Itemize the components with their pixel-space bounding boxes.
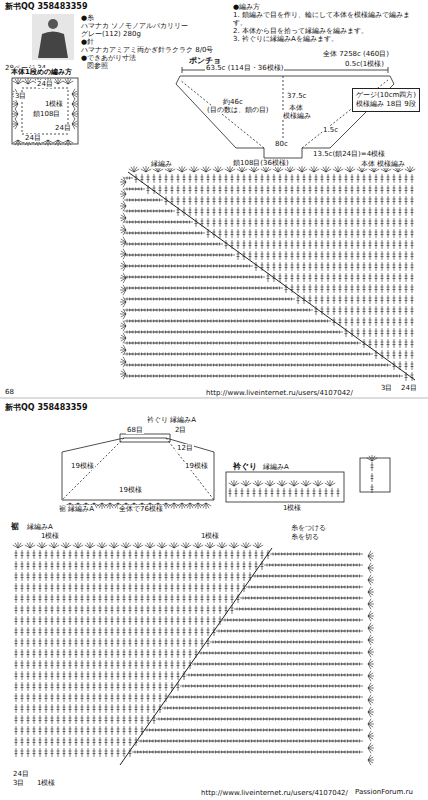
- label: 本体: [288, 104, 304, 112]
- collar-schematic: [62, 434, 214, 500]
- label: 3目: [12, 779, 25, 787]
- label: 12目: [176, 444, 194, 452]
- label: 全体 7258c (460目): [322, 50, 390, 58]
- label: 本体1段めの編み方: [10, 68, 73, 76]
- label: 68目: [126, 426, 144, 434]
- label: http://www.liveinternet.ru/users/4107042…: [200, 789, 349, 797]
- label: 19模様: [70, 462, 95, 470]
- label: 1模様: [282, 504, 302, 512]
- label: 3目: [14, 92, 27, 100]
- label: 縁編み: [150, 160, 173, 168]
- label: 68: [4, 388, 15, 396]
- model-photo: [32, 14, 74, 60]
- label: 1模様: [44, 100, 64, 108]
- label: 新书QQ 358483359: [4, 2, 88, 11]
- label: 鎖108目(36模様): [232, 159, 290, 167]
- label: 3目: [380, 384, 393, 392]
- label: 24目: [36, 80, 54, 88]
- label: 衿ぐり 縁編みA: [146, 416, 197, 424]
- label: 1模様: [40, 532, 60, 540]
- label: 24目: [400, 384, 418, 392]
- label: ●編み方: [232, 3, 261, 11]
- label: (目の数は、鎖の目): [206, 106, 269, 114]
- label: 新书QQ 358483359: [4, 403, 88, 412]
- label: 全体で76模様: [118, 505, 164, 513]
- label: 衿ぐり: [232, 462, 258, 471]
- label: ●針: [80, 38, 95, 46]
- label: ●糸: [80, 14, 95, 22]
- label: 1模様: [36, 779, 56, 787]
- label: 図参照: [86, 62, 109, 70]
- label: 24目: [24, 134, 42, 142]
- label: 24目: [12, 770, 30, 778]
- label: 1.5c: [322, 126, 339, 134]
- label: 裾 縁編みA: [58, 505, 95, 513]
- label: グレー(112) 280g: [80, 30, 142, 38]
- label: PassionForum.ru: [354, 788, 414, 796]
- label: http://www.liveinternet.ru/users/4107042…: [205, 389, 354, 397]
- gauge-text: ゲージ(10cm四方): [356, 91, 416, 100]
- label: 鎖108目: [32, 110, 61, 118]
- label: 0.5c(1模様): [344, 60, 385, 68]
- label: 2. 本体から目を拾って縁編みを編みます。: [232, 27, 369, 35]
- label: ハマナカアミアミ両かぎ針ラクラク 8/0号: [80, 46, 215, 54]
- poncho-schematic: [176, 67, 394, 158]
- label: ●できあがり寸法: [80, 54, 137, 62]
- label: 裾: [10, 522, 20, 531]
- label: 13.5c(鎖24目)=4模様: [312, 150, 386, 158]
- gauge-text: 模様編み 18目 9段: [356, 100, 416, 109]
- diagonal-seam: [120, 172, 415, 765]
- label: 糸をつける: [290, 524, 327, 532]
- label: 2目: [174, 426, 187, 434]
- page-divider: [0, 398, 428, 399]
- label: 糸を切る: [290, 533, 320, 541]
- label: 模様編み: [282, 112, 312, 120]
- label: 19模様: [184, 462, 209, 470]
- gauge-box: ゲージ(10cm四方)模様編み 18目 9段: [352, 88, 420, 112]
- label: 縁編みA: [262, 463, 290, 471]
- label: 1模様: [200, 532, 220, 540]
- label: 本体 模様編み: [360, 160, 406, 168]
- crochet-chart: [15, 174, 414, 757]
- fan-edging: [12, 78, 415, 765]
- label: 1. 鎖編みで目を作り、輪にして本体を模様編みで編みます。: [232, 11, 424, 27]
- label: 63.5c (114目・36模様): [205, 64, 284, 72]
- label: 24目: [54, 124, 72, 132]
- label: 37.5c: [286, 92, 307, 100]
- label: 縁編みA: [26, 523, 54, 531]
- label: 約46c: [222, 98, 244, 106]
- label: 3. 衿ぐりに縁編みAを編みます。: [232, 35, 339, 43]
- label: 19模様: [118, 486, 143, 494]
- label: ハマナカ ソノモノアルパカリリー: [80, 22, 189, 30]
- label: 80c: [274, 140, 289, 148]
